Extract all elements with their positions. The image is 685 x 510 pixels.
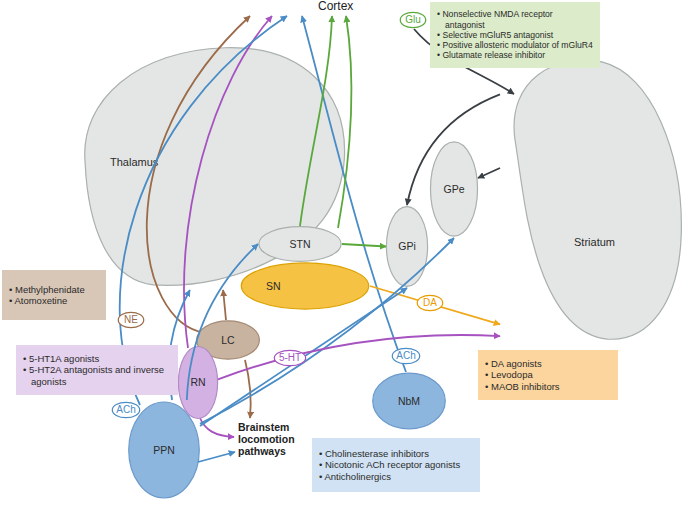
- transmitter-oval: ACh: [112, 402, 140, 418]
- region-shape: [386, 207, 427, 287]
- region-shape: [85, 48, 345, 286]
- region-shape: [129, 402, 200, 498]
- drug-box: • Cholinesterase inhibitors• Nicotonic A…: [312, 438, 480, 492]
- region-shape: [400, 12, 425, 27]
- node-label: 5-HT: [279, 352, 301, 364]
- region-shape: [373, 373, 446, 429]
- brain-region: Striatum: [500, 50, 685, 345]
- drug-item: • Selective mGluR5 antagonist: [437, 30, 553, 40]
- region-shape: [430, 142, 477, 236]
- node-label: LC: [221, 334, 234, 347]
- node-label: ACh: [396, 350, 415, 362]
- pathway-arrow: [223, 290, 226, 320]
- node-label: NE: [124, 314, 138, 326]
- pathway-arrow: [218, 335, 500, 379]
- drug-item: • Atomoxetine: [9, 295, 70, 306]
- drug-box: • Nonselective NMDA receptor antagonist•…: [430, 2, 600, 68]
- brain-region: GPe: [430, 140, 478, 238]
- node-label: Glu: [405, 14, 421, 26]
- pathway-arrow: [370, 286, 500, 324]
- node-label: DA: [423, 297, 437, 309]
- brain-region: SN: [240, 262, 370, 310]
- region-shape: [241, 263, 368, 309]
- brain-region: RN: [178, 345, 218, 420]
- region-shape: [392, 348, 419, 363]
- pathway-line: [200, 418, 234, 437]
- region-shape: [274, 350, 305, 365]
- brain-region: STN: [258, 226, 342, 262]
- target-label: Brainstem locomotion pathways: [238, 421, 342, 457]
- drug-item: • Anticholinergics: [319, 471, 394, 482]
- node-label: NbM: [398, 395, 420, 408]
- pathway-line: [245, 360, 251, 418]
- drug-item: • Cholinesterase inhibitors: [319, 448, 429, 459]
- node-label: GPe: [443, 183, 464, 196]
- brain-region: GPi: [386, 205, 428, 288]
- region-shape: [178, 347, 217, 419]
- transmitter-oval: Glu: [400, 12, 426, 28]
- drug-item: • Nonselective NMDA receptor antagonist: [437, 9, 594, 30]
- drug-item: • DA agonists: [485, 358, 542, 369]
- drug-box: • Methylphenidate• Atomoxetine: [2, 270, 106, 320]
- region-label: Cortex: [318, 0, 378, 14]
- region-outline: [240, 262, 370, 310]
- drug-item: • Positive allosteric modulator of mGluR…: [437, 40, 593, 50]
- region-shape: [417, 295, 442, 310]
- drug-item: • Glutamate release inhibitor: [437, 50, 545, 60]
- drug-box: • DA agonists• Levodopa• MAOB inhibitors: [478, 350, 618, 400]
- transmitter-oval: 5-HT: [274, 350, 306, 366]
- pathway-arrow: [342, 244, 386, 247]
- pathway-arrow: [478, 168, 500, 178]
- node-label: STN: [290, 238, 311, 251]
- node-label: Striatum: [574, 236, 615, 249]
- drug-item: • Methylphenidate: [9, 284, 87, 295]
- transmitter-oval: ACh: [392, 348, 420, 364]
- region-shape: [112, 402, 139, 417]
- drug-item: • Levodopa: [485, 369, 535, 380]
- pathway-line: [198, 452, 235, 462]
- node-label: SN: [266, 280, 281, 293]
- drug-item: • 5-HT2A antagonists and inverse agonist…: [23, 364, 172, 387]
- region-shape: [259, 227, 341, 262]
- drug-item: • Nicotonic ACh receptor agonists: [319, 459, 460, 470]
- drug-box: • 5-HT1A agonists• 5-HT2A antagonists an…: [16, 345, 178, 395]
- region-shape: [514, 60, 681, 339]
- drug-item: • MAOB inhibitors: [485, 381, 560, 392]
- node-label: ACh: [116, 404, 135, 416]
- node-label: GPi: [398, 240, 416, 253]
- transmitter-oval: DA: [417, 295, 443, 311]
- region-shape: [118, 312, 143, 327]
- transmitter-oval: NE: [118, 312, 144, 328]
- node-label: RN: [190, 376, 205, 389]
- drug-item: • 5-HT1A agonists: [23, 353, 99, 364]
- region-outline: [500, 50, 685, 345]
- node-label: Thalamus: [110, 156, 158, 169]
- brain-region: NbM: [372, 372, 446, 430]
- node-label: PPN: [153, 444, 175, 457]
